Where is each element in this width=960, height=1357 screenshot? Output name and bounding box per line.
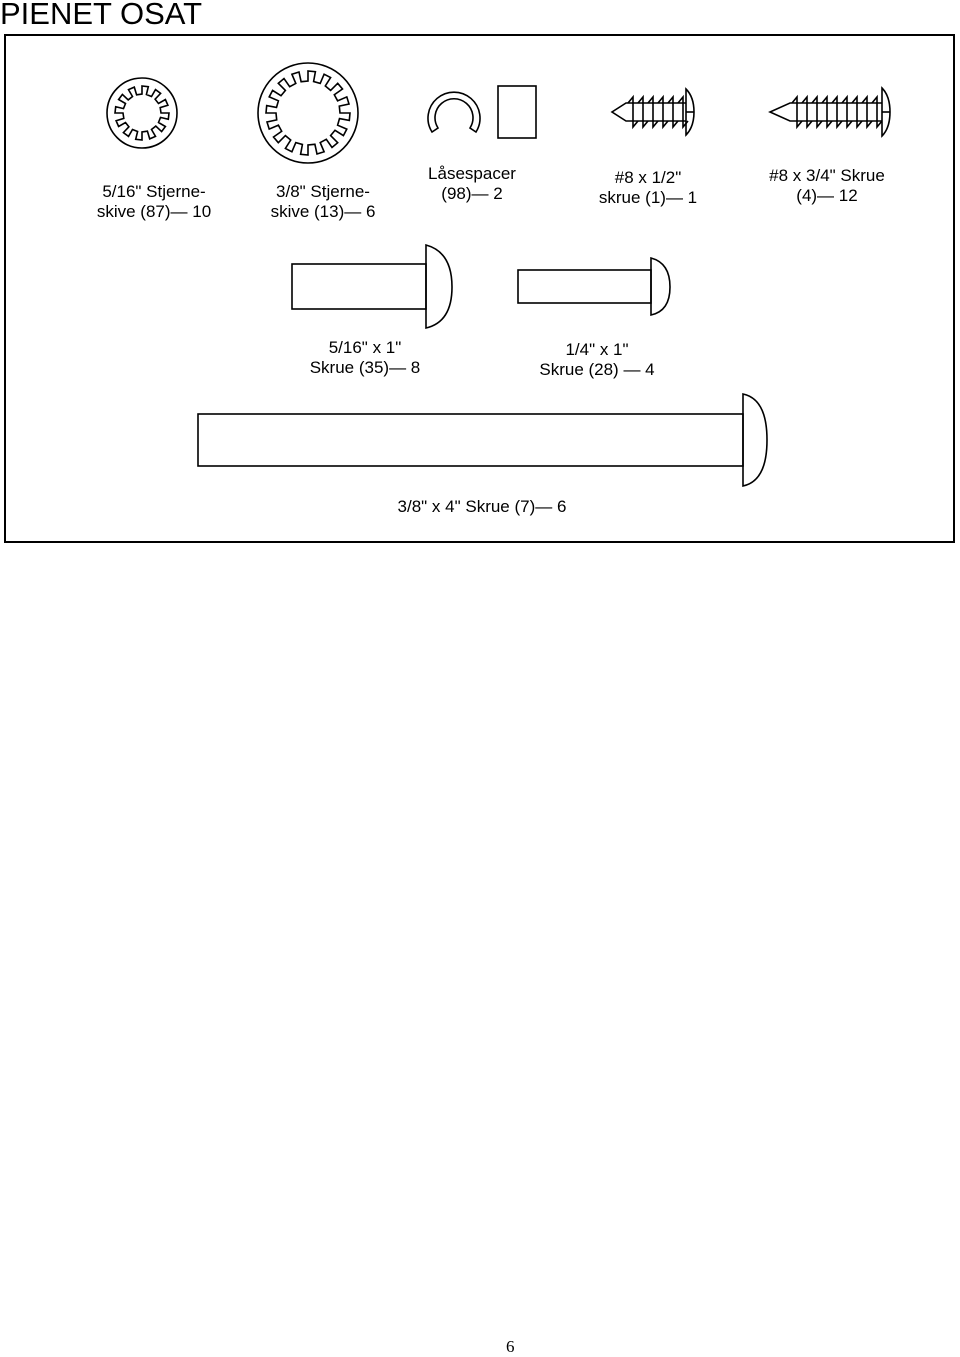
- label-line: 5/16" Stjerne-: [102, 182, 206, 201]
- label-bolt-5-16-x-1: 5/16" x 1" Skrue (35)— 8: [300, 338, 430, 378]
- label-line: 3/8" Stjerne-: [276, 182, 370, 201]
- lock-spacer-drawing: [427, 85, 537, 139]
- label-bolt-1-4-x-1: 1/4" x 1" Skrue (28) — 4: [530, 340, 664, 380]
- label-line: 1/4" x 1": [565, 340, 629, 359]
- washer-teeth: [265, 70, 351, 156]
- label-line: Låsespacer: [428, 164, 516, 183]
- label-line: Skrue (28) — 4: [539, 360, 655, 379]
- label-star-washer-5-16: 5/16" Stjerne- skive (87)— 10: [94, 182, 214, 222]
- star-washer-5-16-drawing: [106, 77, 178, 149]
- washer-teeth: [114, 85, 170, 141]
- label-line: #8 x 3/4" Skrue: [769, 166, 885, 185]
- label-lock-spacer: Låsespacer (98)— 2: [412, 164, 532, 204]
- label-bolt-3-8-x-4: 3/8" x 4" Skrue (7)— 6: [372, 497, 592, 517]
- label-screw-8-three-quarter: #8 x 3/4" Skrue (4)— 12: [756, 166, 898, 206]
- label-screw-8-half: #8 x 1/2" skrue (1)— 1: [586, 168, 710, 208]
- label-line: (98)— 2: [441, 184, 503, 203]
- screw-8-half-drawing: [610, 87, 695, 137]
- bolt-5-16-x-1-drawing: [291, 243, 453, 330]
- parts-illustrations: [106, 62, 891, 487]
- label-line: (4)— 12: [796, 186, 858, 205]
- label-line: skive (87)— 10: [96, 202, 212, 221]
- label-line: skive (13)— 6: [270, 202, 376, 221]
- star-washer-3-8-drawing: [257, 62, 359, 164]
- label-line: Skrue (35)— 8: [309, 358, 421, 377]
- label-line: 5/16" x 1": [328, 338, 402, 357]
- bolt-3-8-x-4-drawing: [197, 393, 768, 487]
- bolt-1-4-x-1-drawing: [517, 256, 671, 316]
- label-line: 3/8" x 4" Skrue (7)— 6: [397, 497, 567, 516]
- label-line: #8 x 1/2": [614, 168, 682, 187]
- page-number: 6: [506, 1337, 515, 1356]
- label-line: skrue (1)— 1: [598, 188, 698, 207]
- parts-panel: [4, 34, 955, 543]
- label-star-washer-3-8: 3/8" Stjerne- skive (13)— 6: [263, 182, 383, 222]
- screw-8-three-quarter-drawing: [768, 86, 891, 138]
- page-title: PIENET OSAT: [0, 0, 203, 31]
